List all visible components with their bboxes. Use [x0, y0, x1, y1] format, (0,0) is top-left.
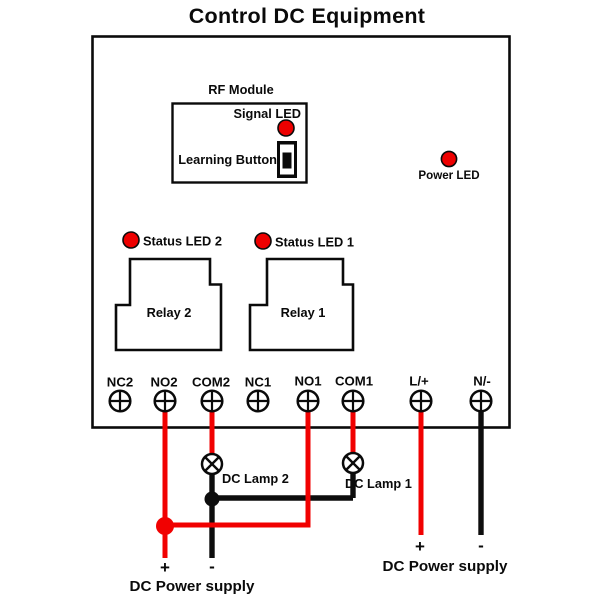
terminal-row: NC2 NO2 COM2 NC1 NO1	[107, 374, 493, 413]
learning-button-icon	[277, 141, 297, 178]
left-supply-label: DC Power supply	[130, 578, 255, 595]
terminal-com2-label: COM2	[192, 375, 230, 390]
terminal-no1: NO1	[294, 374, 322, 413]
terminal-nc2-label: NC2	[107, 375, 133, 390]
terminal-no1-label: NO1	[294, 374, 321, 389]
terminal-n-minus: N/-	[469, 374, 493, 413]
signal-led-icon	[277, 119, 295, 137]
terminal-nc1: NC1	[245, 375, 271, 413]
lamp-1-x2	[345, 455, 361, 471]
power-led-icon	[440, 150, 458, 168]
right-supply-minus: -	[478, 536, 484, 555]
left-supply-plus: +	[160, 558, 170, 577]
status-led-2-icon	[122, 231, 140, 249]
right-supply-plus: +	[415, 537, 425, 556]
left-dc-power-supply: + - DC Power supply	[130, 557, 255, 595]
red-junction-dot	[156, 517, 174, 535]
relay-2-outline	[114, 257, 223, 352]
dc-lamp-1-icon	[341, 451, 365, 475]
terminal-no2: NO2	[150, 375, 178, 413]
relay-1-label: Relay 1	[281, 305, 326, 320]
signal-led-label: Signal LED	[233, 106, 301, 121]
terminal-nc1-label: NC1	[245, 375, 271, 390]
device-enclosure-box	[91, 35, 511, 429]
terminal-n-minus-label: N/-	[473, 374, 491, 389]
terminal-com1-label: COM1	[335, 374, 373, 389]
relay-2-label: Relay 2	[147, 305, 192, 320]
terminal-no2-label: NO2	[150, 375, 177, 390]
relay-1-outline	[248, 257, 355, 352]
learning-button-label: Learning Button	[178, 152, 277, 167]
black-junction-dot	[204, 491, 220, 507]
learning-button-slider	[282, 152, 292, 169]
terminal-l-plus-label: L/+	[409, 374, 429, 389]
red-wires	[162, 403, 424, 558]
dc-lamp-2-label: DC Lamp 2	[222, 471, 289, 486]
dc-lamp-1-label: DC Lamp 1	[345, 476, 412, 491]
rf-module-label: RF Module	[208, 82, 273, 97]
lamp-2-x2	[204, 456, 220, 472]
terminal-com2: COM2	[192, 375, 230, 413]
left-supply-minus: -	[209, 557, 215, 576]
right-dc-power-supply: + - DC Power supply	[383, 536, 508, 575]
right-supply-label: DC Power supply	[383, 558, 508, 575]
status-led-2-label: Status LED 2	[143, 234, 222, 249]
black-wires	[209, 403, 484, 558]
terminal-com1: COM1	[335, 374, 373, 413]
status-led-1-icon	[254, 232, 272, 250]
terminal-l-plus: L/+	[409, 374, 433, 413]
status-led-1-label: Status LED 1	[275, 235, 354, 250]
diagram-title: Control DC Equipment	[189, 4, 426, 28]
dc-lamp-2-icon	[200, 452, 224, 476]
power-led-label: Power LED	[418, 169, 479, 182]
terminal-nc2: NC2	[107, 375, 133, 413]
